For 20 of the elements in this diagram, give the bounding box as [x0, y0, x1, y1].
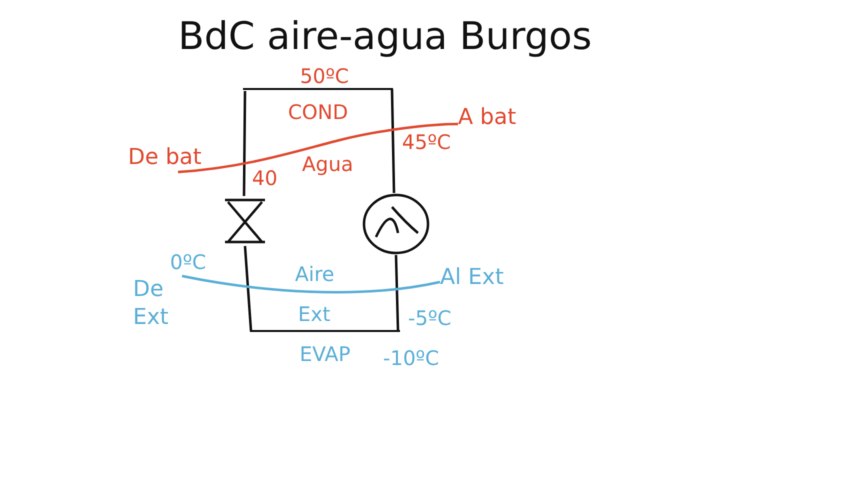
flow-label: De Ext — [133, 276, 195, 336]
pipe-line — [390, 88, 396, 194]
pipe-line — [244, 246, 252, 332]
flow-line — [182, 274, 440, 294]
flow-label: Al Ext — [440, 264, 528, 294]
title: BdC aire-agua Burgos — [177, 14, 593, 58]
text-label: -10ºC — [383, 346, 440, 370]
flow-label: A bat — [458, 104, 548, 138]
text-label: 40 — [252, 166, 278, 190]
flow-line — [178, 122, 458, 174]
compressor-icon — [362, 193, 430, 255]
pipe-line — [394, 254, 400, 332]
pipe-line — [242, 90, 246, 196]
flow-label: De bat — [128, 144, 218, 174]
text-label: Ext — [298, 302, 330, 326]
text-label: 45ºC — [402, 130, 451, 154]
text-label: 0ºC — [170, 250, 206, 274]
condenser-segment: COND — [243, 88, 393, 134]
text-label: 50ºC — [300, 64, 349, 88]
text-label: -5ºC — [408, 306, 452, 330]
